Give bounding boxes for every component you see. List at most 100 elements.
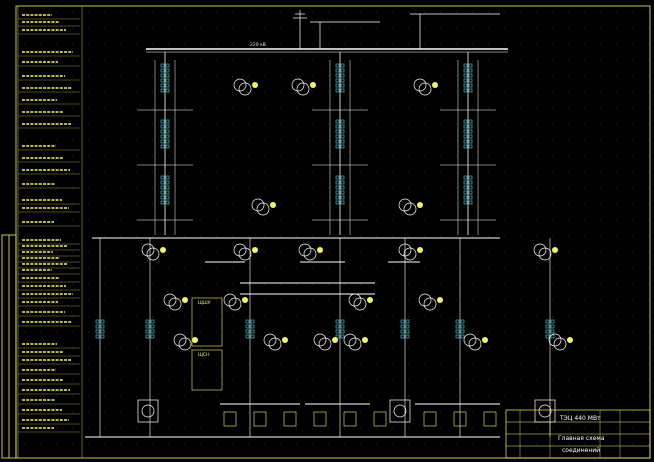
transformer-winding (163, 293, 177, 307)
breaker-symbol (165, 144, 170, 149)
transformer-winding (343, 333, 357, 347)
transformer-winding (413, 78, 427, 92)
generator-feeders (95, 52, 573, 437)
breaker-symbol (455, 334, 460, 339)
position-marker (417, 202, 423, 208)
breaker-symbol (335, 139, 340, 144)
secondary-feeder (145, 238, 155, 437)
position-marker (367, 297, 373, 303)
transformer-winding (313, 333, 327, 347)
breaker-symbol (165, 78, 170, 83)
breaker-symbol (145, 324, 150, 329)
breaker-symbol (250, 324, 255, 329)
transformer-winding (233, 243, 247, 257)
position-marker (567, 337, 573, 343)
breaker-symbol (463, 129, 468, 134)
breaker-symbol (165, 119, 170, 124)
drawing-title-line2: соединений (562, 447, 600, 454)
hv-bus-label: 220 кВ (250, 42, 266, 48)
breaker-symbol (340, 63, 345, 68)
breaker-symbol (400, 334, 405, 339)
drawing-frame (1, 5, 651, 459)
breaker-symbol (335, 180, 340, 185)
breaker-symbol (340, 73, 345, 78)
breaker-symbol (463, 185, 468, 190)
breaker-symbol (245, 324, 250, 329)
breaker-symbol (160, 83, 165, 88)
breaker-symbol (468, 83, 473, 88)
breaker-symbol (545, 319, 550, 324)
load-cabinet (453, 411, 467, 427)
transformer-winding (168, 297, 182, 311)
position-marker (332, 337, 338, 343)
transformer-winding (298, 243, 312, 257)
breaker-symbol (340, 139, 345, 144)
breaker-symbol (460, 319, 465, 324)
secondary-feeder (95, 238, 105, 437)
breaker-symbol (250, 329, 255, 334)
breaker-symbol (250, 334, 255, 339)
position-marker (160, 247, 166, 253)
breaker-symbol (250, 319, 255, 324)
feeder-column (440, 52, 496, 235)
position-marker (182, 297, 188, 303)
transformer-winding (463, 333, 477, 347)
plant-name: ТЭЦ 440 МВт (559, 415, 601, 422)
breaker-symbol (340, 200, 345, 205)
panel-shshu: ЩШУ (191, 297, 223, 347)
breaker-symbol (165, 139, 170, 144)
breaker-symbol (160, 180, 165, 185)
breaker-symbol (165, 134, 170, 139)
breaker-symbol (468, 139, 473, 144)
breaker-symbol (160, 63, 165, 68)
breaker-symbol (405, 324, 410, 329)
breaker-symbol (468, 119, 473, 124)
transformer-winding (468, 337, 482, 351)
position-marker (282, 337, 288, 343)
load-cabinet (343, 411, 357, 427)
breaker-symbol (165, 195, 170, 200)
breaker-symbol (340, 334, 345, 339)
transformer-winding (228, 297, 242, 311)
breaker-symbol (340, 129, 345, 134)
breaker-symbol (405, 334, 410, 339)
transformer-winding (538, 247, 552, 261)
transformer-winding (318, 337, 332, 351)
transformer-winding (173, 333, 187, 347)
breaker-symbol (160, 124, 165, 129)
breaker-symbol (463, 134, 468, 139)
breaker-symbol (550, 324, 555, 329)
incoming-line-top (293, 10, 500, 49)
breaker-symbol (335, 175, 340, 180)
position-marker (482, 337, 488, 343)
breaker-symbol (468, 73, 473, 78)
breaker-symbol (468, 195, 473, 200)
breaker-symbol (335, 144, 340, 149)
breaker-symbol (340, 78, 345, 83)
equipment-specification-column (17, 6, 83, 458)
load-cabinet (223, 411, 237, 427)
breaker-symbol (335, 124, 340, 129)
breaker-symbol (95, 334, 100, 339)
breaker-symbol (335, 78, 340, 83)
transformer-winding (141, 243, 155, 257)
position-marker (437, 297, 443, 303)
secondary-feeder (400, 238, 410, 437)
transformer-winding (263, 333, 277, 347)
transformer-winding (418, 82, 432, 96)
breaker-symbol (463, 190, 468, 195)
breaker-symbol (160, 78, 165, 83)
transformer-winding (146, 247, 160, 261)
breaker-symbol (460, 329, 465, 334)
breaker-symbol (545, 324, 550, 329)
position-marker (552, 247, 558, 253)
transformer-winding (418, 293, 432, 307)
breaker-symbol (545, 334, 550, 339)
position-marker (317, 247, 323, 253)
secondary-feeder (245, 238, 255, 437)
breaker-symbol (335, 324, 340, 329)
breaker-symbol (455, 329, 460, 334)
title-block: ТЭЦ 440 МВт Главная схема соединений (505, 409, 651, 459)
transformer-winding (296, 82, 310, 96)
transformer-winding (533, 243, 547, 257)
